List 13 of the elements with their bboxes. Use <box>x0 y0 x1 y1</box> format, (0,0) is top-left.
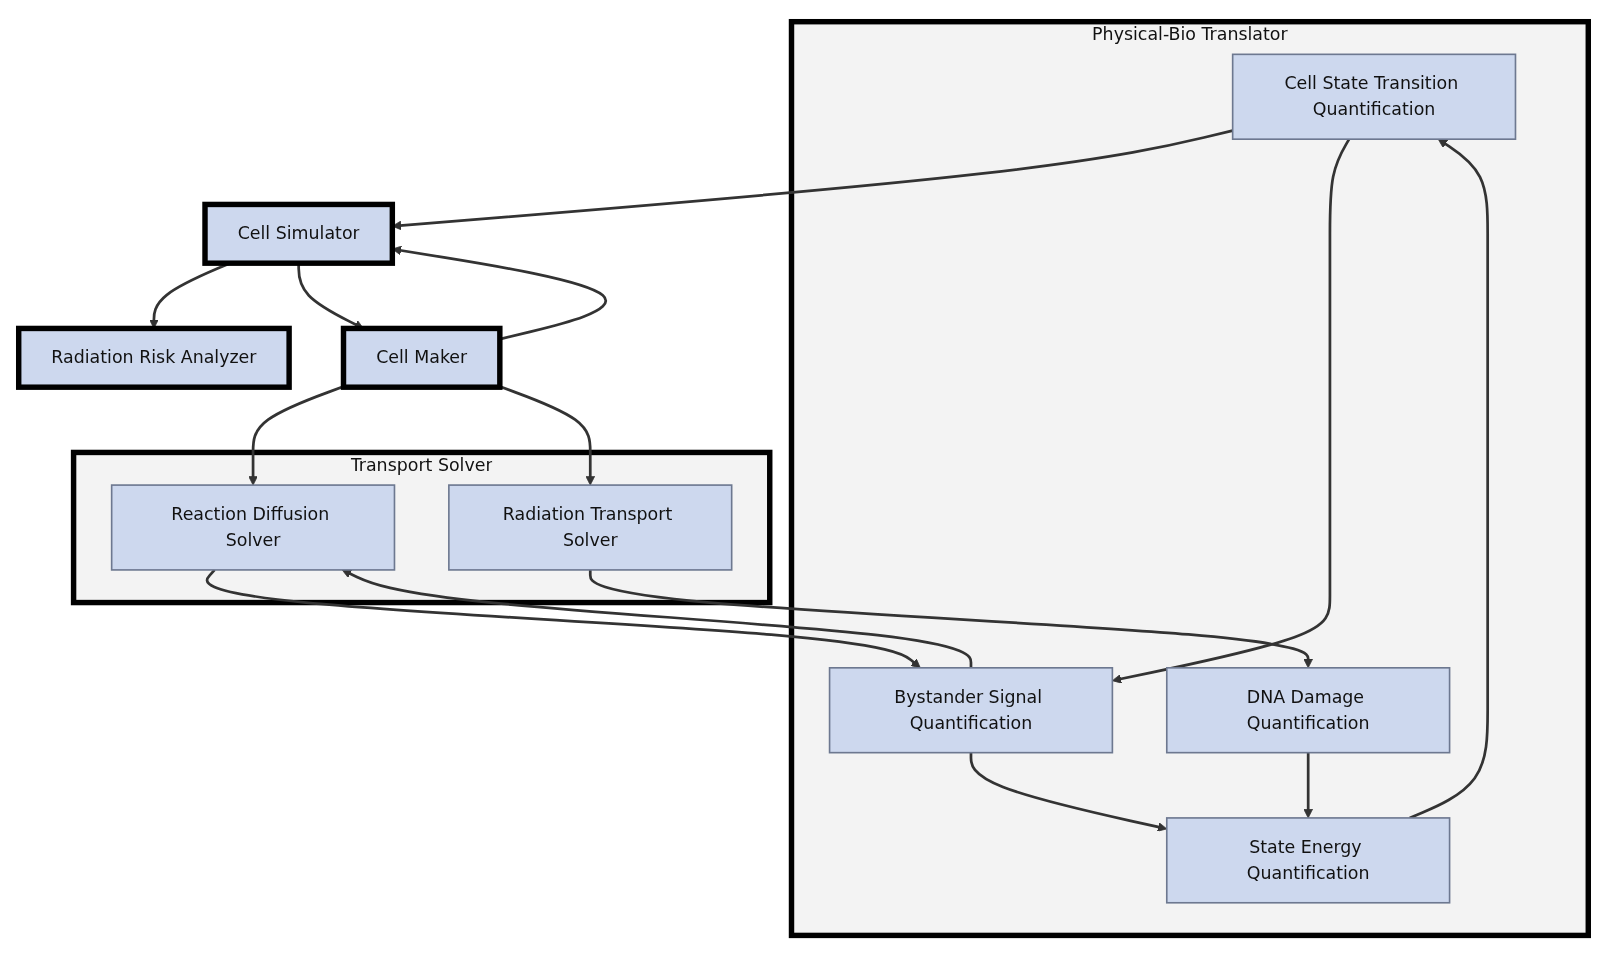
arrow <box>588 569 1313 669</box>
arrow <box>1303 752 1313 819</box>
arrow <box>248 385 344 486</box>
node-box: DNA Damage Quantification <box>1165 666 1451 754</box>
node-box: Radiation Risk Analyzer <box>16 325 292 390</box>
node-box: Radiation Transport Solver <box>448 484 733 571</box>
node-box: State Energy Quantification <box>1165 817 1451 904</box>
arrow <box>206 568 921 669</box>
node-box: Cell Maker <box>340 325 503 390</box>
node-box: Cell State Transition Quantification <box>1231 53 1517 140</box>
node-box: Reaction Diffusion Solver <box>110 484 396 571</box>
node-box: Bystander Signal Quantification <box>828 666 1114 754</box>
node-box: Cell Simulator <box>202 201 396 266</box>
